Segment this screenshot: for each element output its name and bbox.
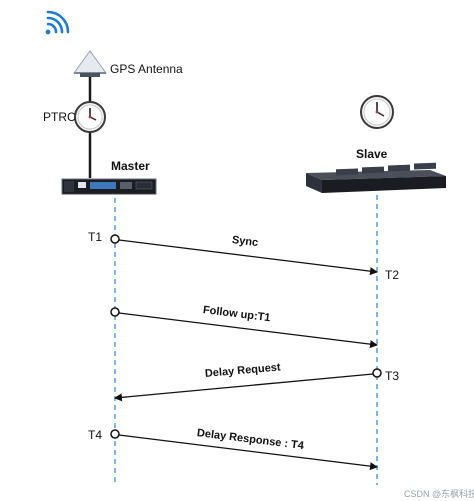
timestamp-t1: T1 — [88, 230, 103, 244]
timestamp-t4: T4 — [88, 428, 103, 442]
slave-clock-icon — [360, 95, 394, 129]
sync-message-arrow — [110, 234, 378, 276]
follow-up-message-arrow — [110, 307, 378, 349]
timestamp-t3: T3 — [385, 369, 400, 383]
delay-response-message-arrow — [110, 429, 378, 471]
master-label: Master — [111, 159, 150, 173]
wifi-signal-icon — [45, 10, 70, 35]
master-device-icon — [61, 178, 157, 195]
gps-antenna-icon — [73, 50, 107, 77]
delay-request-message-arrow — [114, 368, 382, 402]
timestamp-t2: T2 — [385, 268, 400, 282]
slave-server-icon — [306, 162, 446, 193]
ptrc-clock-icon — [74, 101, 106, 133]
ptrc-label: PTRC — [43, 110, 76, 124]
watermark: CSDN @东枫科技 — [404, 489, 474, 499]
slave-label: Slave — [356, 147, 388, 161]
gps-antenna-label: GPS Antenna — [110, 62, 183, 76]
